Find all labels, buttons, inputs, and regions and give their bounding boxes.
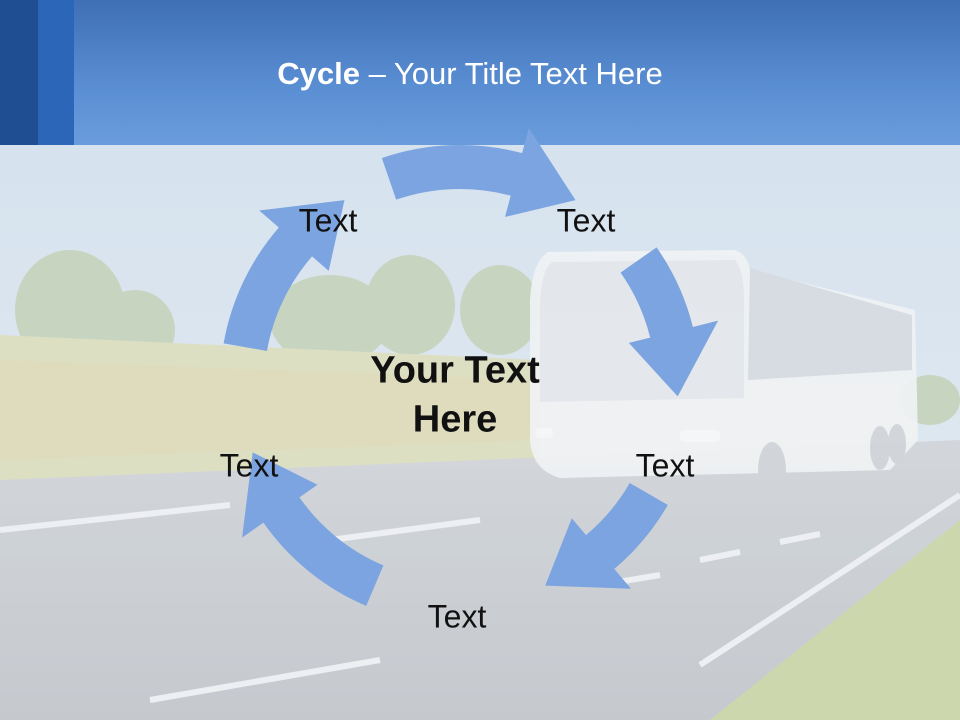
center-text-line1: Your Text (370, 349, 540, 392)
node-label-top-right[interactable]: Text (556, 202, 616, 239)
arrow-bottom-right (545, 483, 668, 589)
node-label-right[interactable]: Text (635, 447, 695, 484)
arrow-bottom-left (242, 452, 384, 606)
node-label-top-left[interactable]: Text (298, 202, 358, 239)
center-text[interactable]: Your Text Here (305, 347, 605, 446)
node-label-bottom[interactable]: Text (427, 598, 487, 635)
title-bold-part: Cycle (277, 56, 360, 91)
banner-stripe-dark (0, 0, 38, 145)
arrow-left (223, 200, 345, 351)
banner-stripe-mid (38, 0, 74, 145)
arrow-right (620, 247, 719, 397)
slide-title[interactable]: Cycle – Your Title Text Here (0, 56, 940, 92)
node-label-left[interactable]: Text (219, 447, 279, 484)
title-rest-part: – Your Title Text Here (360, 56, 663, 91)
center-text-line2: Here (412, 399, 498, 441)
arrow-top (381, 128, 576, 217)
title-banner (0, 0, 960, 145)
